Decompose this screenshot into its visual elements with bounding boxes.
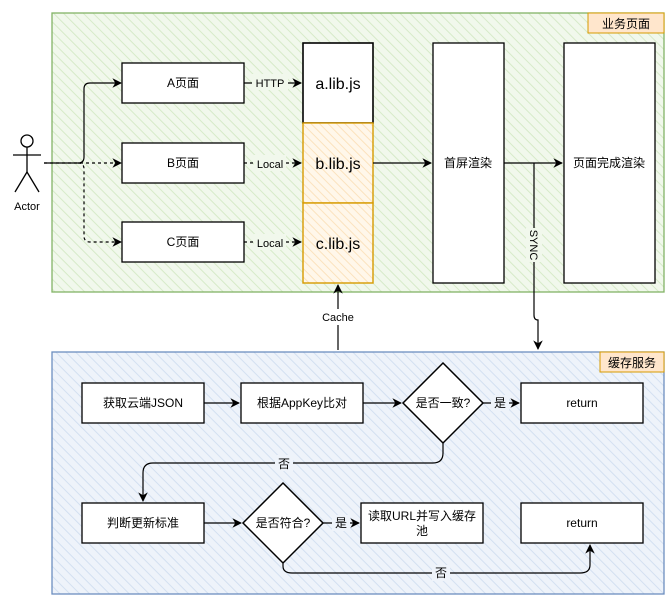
fetch-json-node: 获取云端JSON xyxy=(81,382,205,424)
page-b-box xyxy=(121,142,245,184)
edge-label-sync: SYNC xyxy=(527,230,539,261)
judge-standard-box xyxy=(81,502,205,544)
lib-c-label: c.lib.js xyxy=(316,236,360,253)
read-url-label-line1: 读取URL并写入缓存 xyxy=(368,509,476,523)
complete-render-box xyxy=(563,42,656,284)
return-2-node: return xyxy=(520,502,644,544)
edge-label-yes-1: 是 xyxy=(494,396,506,410)
edge-actor-to-c xyxy=(77,162,122,247)
fetch-json-box xyxy=(81,382,205,424)
complete-render-node: 页面完成渲染 xyxy=(563,42,656,284)
business-page-tag xyxy=(587,12,665,34)
page-c-node: C页面 xyxy=(121,221,245,263)
edge-label-no-2: 否 xyxy=(435,566,447,580)
return-2-label: return xyxy=(566,516,597,530)
page-c-label: C页面 xyxy=(167,235,200,249)
edge-sync xyxy=(533,163,543,350)
lib-b-label: b.lib.js xyxy=(315,156,360,173)
actor-label: Actor xyxy=(14,201,40,213)
read-url-label-line2: 池 xyxy=(416,524,428,538)
first-render-node: 首屏渲染 xyxy=(432,42,505,284)
edge-label-cache: Cache xyxy=(322,312,354,324)
actor-edges xyxy=(44,78,122,247)
return-1-node: return xyxy=(520,382,644,424)
fetch-json-label: 获取云端JSON xyxy=(103,396,183,410)
first-render-label: 首屏渲染 xyxy=(444,155,492,170)
cache-service-title: 缓存服务 xyxy=(608,355,656,370)
page-c-box xyxy=(121,221,245,263)
lib-a-node: a.lib.js xyxy=(302,42,374,124)
edge-label-local-b: Local xyxy=(257,159,283,171)
page-a-label: A页面 xyxy=(167,76,199,90)
lib-a-label: a.lib.js xyxy=(315,76,360,93)
compare-appkey-node: 根据AppKey比对 xyxy=(240,382,364,424)
read-url-node: 读取URL并写入缓存 池 xyxy=(360,502,484,544)
compare-appkey-label: 根据AppKey比对 xyxy=(257,396,347,410)
return-2-box xyxy=(520,502,644,544)
page-b-node: B页面 xyxy=(121,142,245,184)
consistent-decision-node: 是否一致? xyxy=(401,361,485,445)
actor-head xyxy=(20,134,34,148)
compare-appkey-box xyxy=(240,382,364,424)
page-a-node: A页面 xyxy=(121,62,245,104)
lib-b-box xyxy=(302,122,374,204)
match-decision-node: 是否符合? xyxy=(241,481,325,565)
complete-render-label: 页面完成渲染 xyxy=(573,155,645,170)
return-1-label: return xyxy=(566,396,597,410)
edge-label-no-1: 否 xyxy=(278,457,290,471)
edge-label-yes-2: 是 xyxy=(335,516,347,530)
judge-standard-label: 判断更新标准 xyxy=(107,515,179,530)
page-a-box xyxy=(121,62,245,104)
lib-c-node: c.lib.js xyxy=(302,202,374,284)
lib-c-box xyxy=(302,202,374,284)
match-decision-label: 是否符合? xyxy=(256,515,311,530)
judge-standard-node: 判断更新标准 xyxy=(81,502,205,544)
consistent-decision-label: 是否一致? xyxy=(416,396,471,410)
edge-label-http: HTTP xyxy=(256,78,285,90)
business-page-title: 业务页面 xyxy=(602,16,650,31)
cache-service-tag xyxy=(599,351,665,373)
page-b-label: B页面 xyxy=(167,156,199,170)
actor-figure xyxy=(13,134,41,193)
lib-b-node: b.lib.js xyxy=(302,122,374,204)
edge-label-local-c: Local xyxy=(257,238,283,250)
return-1-box xyxy=(520,382,644,424)
read-url-box xyxy=(360,502,484,544)
first-render-box xyxy=(432,42,505,284)
